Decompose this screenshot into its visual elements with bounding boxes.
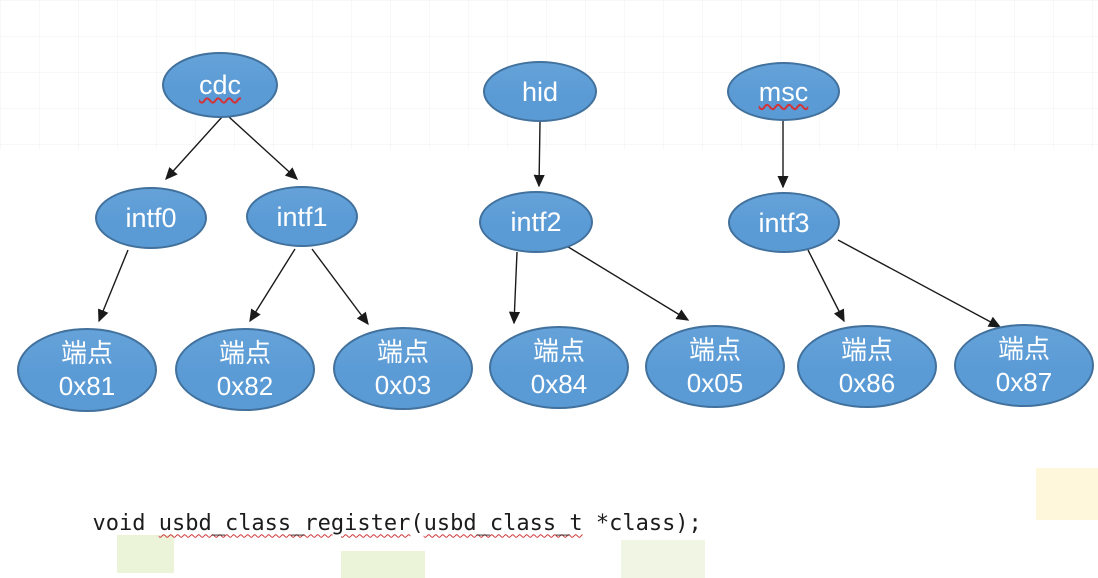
code-line-add-interface: void usbd_class_add_interface(usbd_class… bbox=[13, 568, 1098, 578]
node-intf2: intf2 bbox=[479, 191, 593, 253]
node-endpoint-0x86: 端点 0x86 bbox=[797, 325, 937, 408]
code-block: void usbd_class_register(usbd_class_t *c… bbox=[13, 479, 1098, 578]
node-sublabel: 0x87 bbox=[995, 366, 1053, 397]
node-label: intf0 bbox=[125, 203, 177, 233]
node-sublabel: 0x86 bbox=[838, 367, 896, 398]
node-endpoint-0x82: 端点 0x82 bbox=[175, 328, 315, 411]
node-sublabel: 0x84 bbox=[530, 368, 588, 399]
node-endpoint-0x87: 端点 0x87 bbox=[954, 324, 1094, 407]
node-label: 端点 bbox=[218, 337, 271, 368]
code-line-register: void usbd_class_register(usbd_class_t *c… bbox=[13, 479, 1098, 568]
node-endpoint-0x05: 端点 0x05 bbox=[645, 325, 785, 408]
node-label: intf1 bbox=[276, 201, 328, 232]
edge-cdc-intf0 bbox=[165, 116, 223, 181]
node-label: 端点 bbox=[997, 333, 1050, 364]
code-text: void bbox=[92, 510, 159, 536]
node-intf1: intf1 bbox=[246, 186, 358, 247]
edge-intf1-ep03 bbox=[311, 248, 369, 326]
node-label: 端点 bbox=[60, 338, 113, 368]
node-endpoint-0x81: 端点 0x81 bbox=[17, 328, 157, 412]
node-sublabel: 0x81 bbox=[58, 371, 116, 401]
background-tint bbox=[117, 535, 174, 573]
background-tint bbox=[1036, 468, 1098, 520]
node-sublabel: 0x03 bbox=[374, 369, 432, 400]
node-sublabel: 0x82 bbox=[216, 370, 274, 401]
node-label: cdc bbox=[198, 70, 242, 100]
edge-cdc-intf1 bbox=[228, 116, 299, 180]
node-label: 端点 bbox=[532, 335, 585, 366]
code-text: *class); bbox=[582, 510, 702, 536]
node-label: hid bbox=[521, 76, 559, 107]
node-hid: hid bbox=[483, 61, 597, 122]
code-text: ( bbox=[410, 510, 424, 536]
edge-hid-intf2 bbox=[533, 121, 545, 188]
node-intf0: intf0 bbox=[95, 187, 207, 249]
background-tint bbox=[621, 540, 705, 578]
edge-intf3-ep86 bbox=[807, 249, 845, 323]
node-intf3: intf3 bbox=[728, 192, 840, 253]
node-label: 端点 bbox=[376, 336, 429, 367]
node-msc: msc bbox=[727, 62, 840, 121]
edge-intf0-ep81 bbox=[98, 249, 129, 323]
code-text-misspelled: usbd_class_t bbox=[423, 510, 583, 536]
node-endpoint-0x84: 端点 0x84 bbox=[489, 326, 629, 409]
node-label: 端点 bbox=[840, 334, 893, 365]
node-cdc: cdc bbox=[162, 52, 278, 118]
background-tint bbox=[341, 551, 425, 578]
node-label: 端点 bbox=[688, 334, 741, 365]
node-sublabel: 0x05 bbox=[686, 367, 744, 398]
edge-intf3-ep87 bbox=[837, 239, 1002, 328]
edge-intf2-ep84 bbox=[508, 251, 521, 325]
node-label: msc bbox=[758, 76, 809, 107]
node-label: intf2 bbox=[510, 207, 562, 237]
node-endpoint-0x03: 端点 0x03 bbox=[333, 327, 473, 410]
node-label: intf3 bbox=[758, 207, 810, 238]
edge-intf2-ep05 bbox=[564, 244, 690, 321]
edge-intf1-ep82 bbox=[249, 248, 296, 323]
code-text-misspelled: usbd_class_register bbox=[158, 510, 411, 536]
